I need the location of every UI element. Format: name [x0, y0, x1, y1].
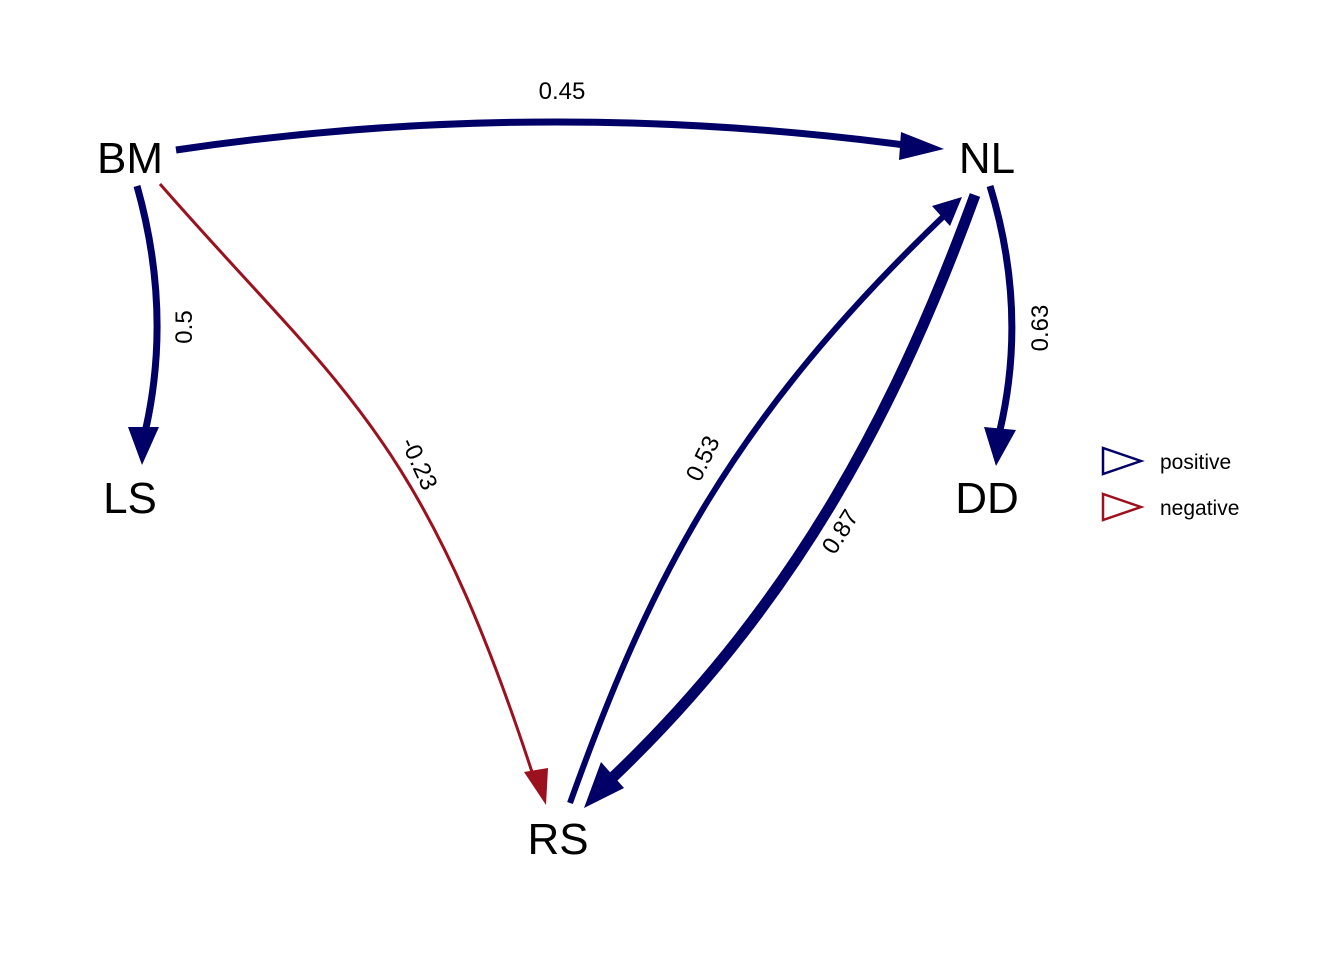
legend-positive-triangle-icon [1101, 446, 1145, 476]
edge-nl-dd-arrowhead [984, 427, 1016, 466]
nodes: BM NL LS DD RS [97, 134, 1019, 864]
legend-item-negative: negative [1101, 492, 1239, 522]
edge-nl-dd-label: 0.63 [1027, 305, 1054, 352]
edge-bm-nl-label: 0.45 [539, 78, 586, 105]
edge-bm-ls-arrowhead [128, 427, 159, 465]
node-dd: DD [955, 474, 1019, 523]
edge-bm-rs-line [158, 183, 534, 773]
edge-rs-nl-arrowhead [932, 197, 962, 226]
legend: positive negative [1101, 446, 1239, 522]
edge-rs-nl: 0.53 [567, 197, 962, 805]
edge-bm-ls-label: 0.5 [171, 310, 198, 343]
edge-bm-nl-arrowhead [899, 132, 944, 160]
legend-item-positive: positive [1101, 446, 1231, 476]
node-bm: BM [97, 134, 163, 183]
edge-nl-dd: 0.63 [984, 184, 1054, 466]
legend-positive-label: positive [1160, 451, 1231, 474]
edges: 0.45 0.5 -0.23 0.53 0.87 [128, 78, 1054, 808]
legend-negative-triangle-icon [1101, 492, 1145, 522]
edge-rs-nl-label: 0.53 [681, 432, 726, 486]
edge-nl-dd-line [986, 184, 1016, 431]
edge-nl-rs: 0.87 [584, 193, 981, 808]
edge-bm-rs-label: -0.23 [395, 433, 443, 494]
legend-negative-label: negative [1160, 497, 1239, 520]
edge-bm-nl: 0.45 [175, 78, 944, 160]
edge-nl-rs-arrowhead [584, 762, 624, 808]
edge-bm-ls: 0.5 [128, 185, 198, 465]
edge-nl-rs-line [606, 193, 981, 784]
edge-bm-rs: -0.23 [158, 183, 548, 805]
edge-bm-nl-line [175, 118, 913, 154]
edge-bm-rs-arrowhead [524, 768, 548, 805]
node-rs: RS [527, 815, 588, 864]
node-ls: LS [103, 474, 157, 523]
node-nl: NL [959, 134, 1015, 183]
edge-bm-ls-line [133, 185, 161, 429]
edge-rs-nl-line [567, 209, 951, 805]
